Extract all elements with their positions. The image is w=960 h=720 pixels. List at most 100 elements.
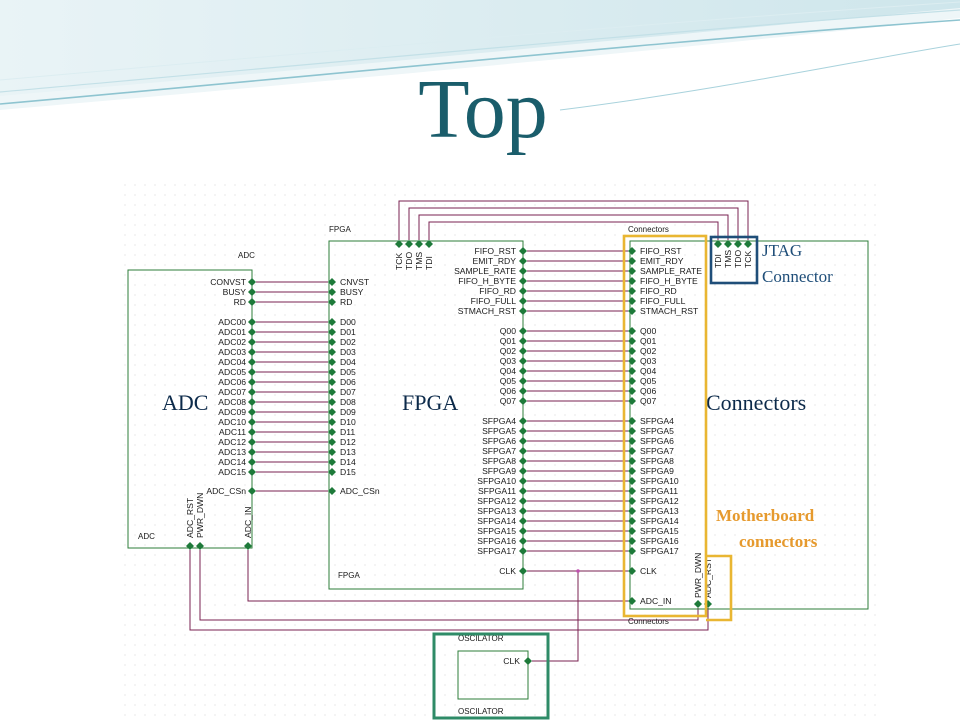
adc-pin-label: ADC15 — [218, 467, 246, 477]
fpga-right-pin-label: SFPGA13 — [477, 506, 516, 516]
connectors-left-pin-fifo-rd — [628, 287, 636, 295]
adc-pin-adc15 — [248, 468, 256, 476]
fpga-top-pin-tck — [395, 240, 403, 248]
adc-pin-label: ADC01 — [218, 327, 246, 337]
connectors-left-pin-fifo-h-byte — [628, 277, 636, 285]
connectors-left-pin-sample-rate — [628, 267, 636, 275]
fpga-right-pin-q05 — [519, 377, 527, 385]
motherboard-highlight-box — [622, 234, 708, 618]
adc-pin-label: ADC05 — [218, 367, 246, 377]
connectors-left-pin-q03 — [628, 357, 636, 365]
fpga-right-pin-fifo-rst — [519, 247, 527, 255]
jtag-tdi-wire — [428, 221, 719, 240]
adc-block-label: ADC — [162, 390, 208, 415]
fpga-right-pin-emit-rdy — [519, 257, 527, 265]
connectors-left-pin-label: Q01 — [640, 336, 656, 346]
fpga-right-pin-label: Q02 — [500, 346, 516, 356]
connectors-left-pin-label: FIFO_FULL — [640, 296, 686, 306]
fpga-right-pin-sfpga7 — [519, 447, 527, 455]
fpga-left-pin-label: D04 — [340, 357, 356, 367]
connectors-block-label: Connectors — [706, 390, 806, 415]
adc-pin-adc07 — [248, 388, 256, 396]
connectors-top-pin-label: TDO — [733, 250, 743, 268]
fpga-right-pin-label: Q07 — [500, 396, 516, 406]
adc-pin-label: BUSY — [223, 287, 247, 297]
motherboard-highlight-tab — [706, 554, 733, 622]
fpga-left-pin-cnvst — [328, 278, 336, 286]
fpga-left-pin-label: D11 — [340, 427, 355, 437]
fpga-right-pin-label: Q04 — [500, 366, 516, 376]
adc-pin-label: ADC14 — [218, 457, 246, 467]
fpga-top-pin-label: TDO — [404, 252, 414, 270]
adc-bottom-pin-adc-in — [244, 542, 252, 550]
fpga-right-pin-label: FIFO_FULL — [471, 296, 517, 306]
adc-bottom-pin-label: PWR_DWN — [195, 493, 205, 538]
fpga-right-pin-fifo-h-byte — [519, 277, 527, 285]
connectors-left-pin-sfpga8 — [628, 457, 636, 465]
fpga-left-pin-label: CNVST — [340, 277, 370, 287]
pwr-dwn-wire — [199, 550, 699, 621]
fpga-right-pin-label: SFPGA8 — [482, 456, 516, 466]
connectors-left-pin-sfpga4 — [628, 417, 636, 425]
adc-pin-adc04 — [248, 358, 256, 366]
jtag-callout-line2: Connector — [762, 267, 833, 286]
fpga-left-pin-rd — [328, 298, 336, 306]
adc-pin-label: ADC08 — [218, 397, 246, 407]
connectors-left-pin-sfpga5 — [628, 427, 636, 435]
connectors-left-pin-q07 — [628, 397, 636, 405]
connectors-left-pin-q06 — [628, 387, 636, 395]
adc-pin-adc12 — [248, 438, 256, 446]
motherboard-callout-line1: Motherboard — [716, 506, 815, 525]
adc-pin-label: ADC13 — [218, 447, 246, 457]
fpga-left-pin-label: BUSY — [340, 287, 364, 297]
adc-bottom-pin-adc-rst — [186, 542, 194, 550]
connectors-left-pin-sfpga17 — [628, 547, 636, 555]
fpga-left-pin-busy — [328, 288, 336, 296]
fpga-top-pin-tdo — [405, 240, 413, 248]
fpga-right-pin-sfpga12 — [519, 497, 527, 505]
connectors-left-pin-label: Q02 — [640, 346, 656, 356]
connectors-left-pin-label: SFPGA9 — [640, 466, 674, 476]
fpga-left-pin-d07 — [328, 388, 336, 396]
fpga-right-pin-sfpga17 — [519, 547, 527, 555]
fpga-left-pin-label: D02 — [340, 337, 356, 347]
adc-bottom-pin-pwr-dwn — [196, 542, 204, 550]
connectors-left-pin-label: SFPGA12 — [640, 496, 679, 506]
fpga-right-pin-label: SFPGA9 — [482, 466, 516, 476]
connectors-left-pin-label: FIFO_H_BYTE — [640, 276, 698, 286]
adc-pin-label: ADC02 — [218, 337, 246, 347]
connectors-left-pin-sfpga11 — [628, 487, 636, 495]
fpga-left-pin-d02 — [328, 338, 336, 346]
adc-caption: ADC — [238, 251, 255, 260]
fpga-right-pin-q06 — [519, 387, 527, 395]
connectors-left-pin-label: SFPGA8 — [640, 456, 674, 466]
adc-pin-adc01 — [248, 328, 256, 336]
fpga-left-pin-label: D12 — [340, 437, 356, 447]
connectors-left-pin-label: FIFO_RD — [640, 286, 677, 296]
adc-pin-adc02 — [248, 338, 256, 346]
fpga-left-pin-label: D06 — [340, 377, 356, 387]
connectors-left-pin-label: SFPGA15 — [640, 526, 679, 536]
adc-pin-busy — [248, 288, 256, 296]
connectors-left-pin-label: Q00 — [640, 326, 656, 336]
fpga-left-pin-label: D10 — [340, 417, 356, 427]
fpga-top-pin-label: TDI — [424, 256, 434, 270]
adc-pin-label: ADC11 — [219, 427, 246, 437]
fpga-left-pin-adc-csn — [328, 487, 336, 495]
oscillator-caption: OSCILATOR — [458, 634, 504, 643]
connectors-left-pin-sfpga10 — [628, 477, 636, 485]
oscillator-pin-clk — [524, 657, 532, 665]
adc-pin-adc13 — [248, 448, 256, 456]
adc-bottom-pin-label: ADC_RST — [185, 497, 195, 538]
fpga-right-pin-sfpga15 — [519, 527, 527, 535]
adc-pin-adc03 — [248, 348, 256, 356]
adc-pin-adc06 — [248, 378, 256, 386]
fpga-left-pin-d15 — [328, 468, 336, 476]
fpga-block-label: FPGA — [402, 390, 458, 415]
fpga-right-pin-label: SFPGA12 — [477, 496, 516, 506]
connectors-left-pin-label: SFPGA6 — [640, 436, 674, 446]
fpga-right-pin-label: SFPGA17 — [477, 546, 516, 556]
connectors-left-pin-label: Q07 — [640, 396, 656, 406]
slide-title: Top — [418, 63, 547, 156]
fpga-top-pin-label: TMS — [414, 252, 424, 270]
